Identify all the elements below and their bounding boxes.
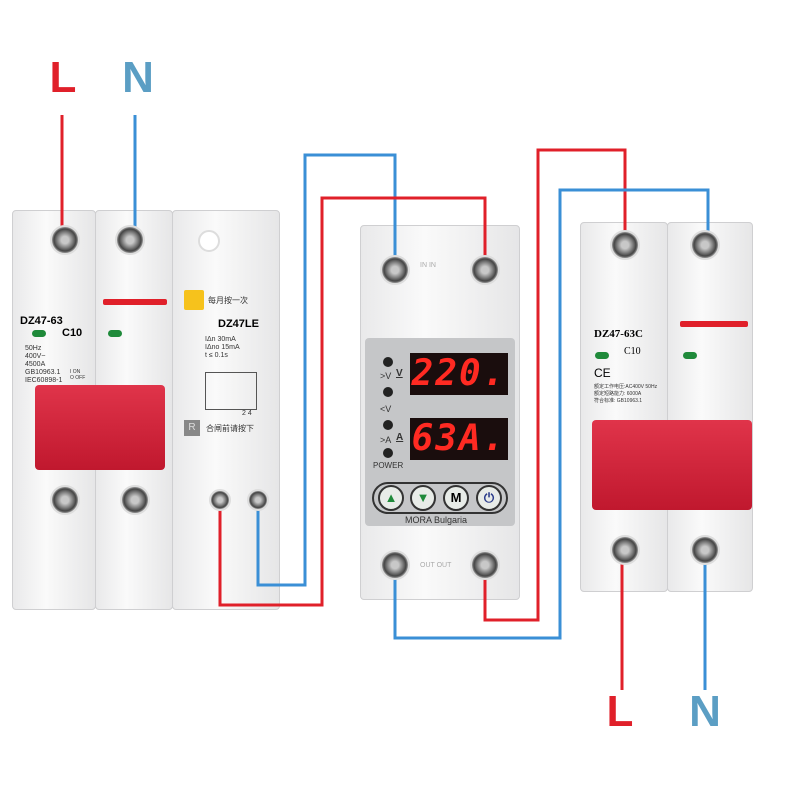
- terminal-screw: [50, 225, 80, 255]
- status-led: [32, 330, 46, 337]
- ce-mark: CE: [594, 366, 611, 380]
- wire-neutral-relay-to-breaker: [393, 188, 710, 640]
- terminal-screw: [209, 489, 231, 511]
- rcd-test-note: 每月按一次: [208, 296, 248, 305]
- left-model: DZ47-63: [20, 315, 63, 327]
- terminal-screw: [380, 550, 410, 580]
- red-indicator-bar: [103, 299, 167, 305]
- terminal-screw: [610, 535, 640, 565]
- terminal-screw: [690, 230, 720, 260]
- terminal-screw: [380, 255, 410, 285]
- status-led: [683, 352, 697, 359]
- wire-live-relay-to-breaker: [483, 148, 627, 622]
- status-led: [595, 352, 609, 359]
- terminal-screw: [50, 485, 80, 515]
- bottom-live-label: L: [606, 687, 634, 736]
- terminal-screw: [247, 489, 269, 511]
- right-breaker-handle[interactable]: [592, 420, 752, 510]
- top-live-label: L: [49, 53, 77, 102]
- indicator-over-current: >A: [380, 435, 392, 445]
- up-button[interactable]: ▲: [378, 485, 404, 511]
- red-indicator-bar: [680, 321, 748, 327]
- down-button[interactable]: ▼: [410, 485, 436, 511]
- indicator-under-voltage: <V: [380, 404, 392, 414]
- rcd-reset-button[interactable]: R: [184, 420, 200, 436]
- top-neutral-label: N: [122, 53, 154, 102]
- terminal-screw: [610, 230, 640, 260]
- rcd-top-hole: [198, 230, 220, 252]
- power-label: POWER: [373, 461, 404, 470]
- menu-button[interactable]: M: [443, 485, 469, 511]
- wire-live-rcd-to-relay: [218, 196, 487, 607]
- current-display: 63A.: [410, 418, 508, 460]
- wire-neutral-rcd-to-relay: [256, 153, 397, 587]
- terminal-screw: [120, 485, 150, 515]
- terminal-screw: [690, 535, 720, 565]
- rcd-reset-note: 合闸前请按下: [206, 424, 254, 433]
- rcd-test-button[interactable]: [184, 290, 204, 310]
- left-breaker-handle[interactable]: [35, 385, 165, 470]
- left-rating: C10: [62, 327, 83, 339]
- status-led: [108, 330, 122, 337]
- voltage-display: 220.: [410, 353, 508, 395]
- terminal-screw: [115, 225, 145, 255]
- rcd-circuit-diagram: [205, 372, 257, 410]
- terminal-screw: [470, 550, 500, 580]
- right-rating: C10: [624, 346, 641, 357]
- right-model: DZ47-63C: [594, 328, 643, 340]
- bottom-neutral-label: N: [689, 687, 721, 736]
- rcd-model: DZ47LE: [218, 318, 259, 330]
- power-button[interactable]: ⏻: [476, 485, 502, 511]
- brand-label: MORA Bulgaria: [405, 515, 468, 525]
- terminal-screw: [470, 255, 500, 285]
- indicator-over-voltage: >V: [380, 371, 392, 381]
